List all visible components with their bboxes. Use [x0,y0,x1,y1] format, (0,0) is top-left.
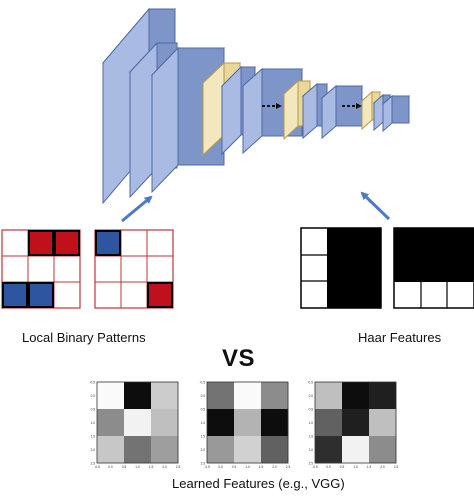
feature-cell [342,409,370,437]
feature-cell [234,382,262,410]
feature-cell [124,436,152,464]
feature-cell [261,382,289,410]
feature-y-tick: 0.0 [91,394,96,398]
lbp-cell-red [147,282,173,308]
conv-slab-4b [381,94,411,133]
feature-y-tick: 1.5 [309,435,314,439]
conv-slab-3b [320,84,364,140]
feature-y-tick: 0.5 [91,408,96,412]
feature-y-tick: -0.5 [308,381,314,385]
feature-x-tick: 2.0 [272,465,277,469]
lbp-cell-red [28,230,54,256]
feature-y-tick: 1.5 [91,435,96,439]
lbp-cell-blue [95,230,121,256]
feature-x-tick: 0.0 [326,465,331,469]
vs-label: VS [222,345,256,372]
feature-y-tick: 1.5 [201,435,206,439]
haar-feature-horizontal [393,227,474,309]
lbp-to-network-arrow [121,195,153,223]
feature-cell [97,409,125,437]
feature-y-tick: -0.5 [90,381,96,385]
feature-cell [124,382,152,410]
feature-y-tick: 0.5 [201,408,206,412]
feature-x-tick: 1.0 [353,465,358,469]
cnn-architecture [101,7,411,205]
feature-y-tick: -0.5 [200,381,206,385]
feature-cell [151,382,179,410]
feature-y-tick: 2.0 [91,448,96,452]
lbp-caption: Local Binary Patterns [22,330,146,345]
lbp-cell-blue [28,282,54,308]
feature-x-tick: 1.5 [259,465,264,469]
feature-x-tick: 0.5 [340,465,345,469]
feature-cell [207,409,235,437]
feature-cell [207,436,235,464]
feature-y-tick: 0.0 [309,394,314,398]
feature-y-tick: 2.0 [309,448,314,452]
lbp-pattern-1 [1,229,81,309]
feature-y-tick: 1.0 [201,421,206,425]
haar-feature-vertical [300,227,382,309]
feature-x-tick: 0.5 [122,465,127,469]
feature-cell [207,382,235,410]
feature-x-tick: 2.5 [394,465,399,469]
feature-x-tick: -0.5 [94,465,100,469]
haar-features [300,227,474,309]
feature-x-tick: 1.5 [367,465,372,469]
feature-y-tick: 2.5 [201,462,206,466]
feature-y-tick: 0.5 [309,408,314,412]
feature-x-tick: 0.5 [232,465,237,469]
feature-cell [315,382,343,410]
lbp-cell-blue [2,282,28,308]
feature-x-tick: 2.5 [176,465,181,469]
feature-x-tick: -0.5 [204,465,210,469]
feature-y-tick: 2.0 [201,448,206,452]
feature-cell [234,409,262,437]
feature-cell [97,382,125,410]
feature-x-tick: 0.0 [218,465,223,469]
feature-cell [315,409,343,437]
feature-x-tick: -0.5 [312,465,318,469]
learned-features-caption: Learned Features (e.g., VGG) [172,476,345,491]
feature-x-tick: 1.0 [135,465,140,469]
feature-cell [342,436,370,464]
lbp-pattern-2 [94,229,174,309]
feature-x-tick: 1.0 [245,465,250,469]
feature-cell [97,436,125,464]
haar-caption: Haar Features [358,330,442,345]
feature-y-tick: 1.0 [91,421,96,425]
feature-cell [151,409,179,437]
feature-cell [369,436,397,464]
feature-x-tick: 2.0 [162,465,167,469]
feature-y-tick: 2.5 [309,462,314,466]
haar-to-network-arrow [360,191,391,221]
feature-cell [234,436,262,464]
feature-y-tick: 0.0 [201,394,206,398]
feature-cell [261,409,289,437]
feature-cell [369,409,397,437]
lbp-cell-red [54,230,80,256]
feature-cell [124,409,152,437]
feature-x-tick: 2.0 [380,465,385,469]
feature-cell [342,382,370,410]
feature-cell [151,436,179,464]
feature-y-tick: 1.0 [309,421,314,425]
local-binary-patterns [1,229,174,309]
feature-x-tick: 2.5 [286,465,291,469]
feature-cell [261,436,289,464]
feature-x-tick: 0.0 [108,465,113,469]
feature-y-tick: 2.5 [91,462,96,466]
feature-cell [369,382,397,410]
feature-cell [315,436,343,464]
feature-x-tick: 1.5 [149,465,154,469]
